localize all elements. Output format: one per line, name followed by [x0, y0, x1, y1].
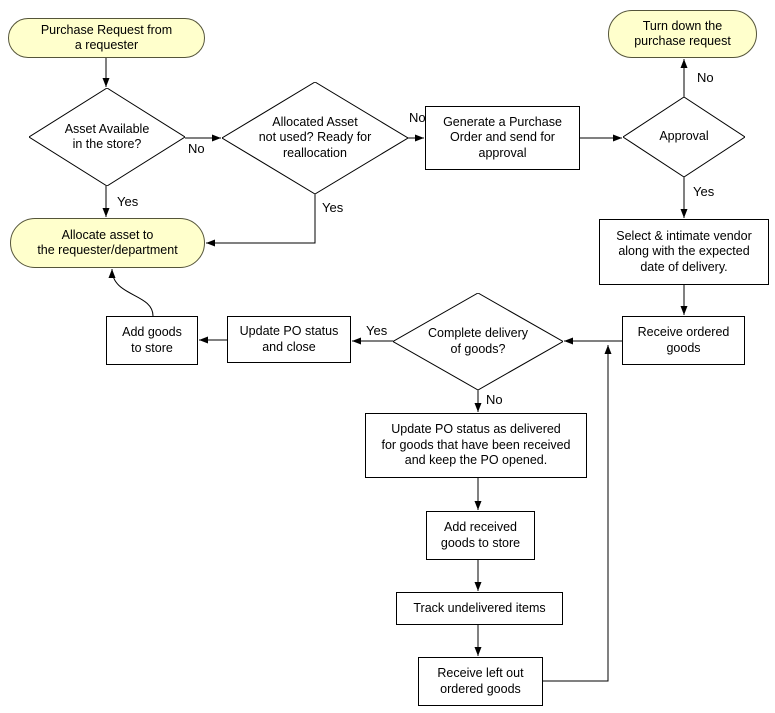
decision-label: Approval: [659, 129, 709, 144]
process-add-goods-to-store: Add goods to store: [106, 316, 198, 365]
edge-addgoods-to-allocate-curve: [108, 268, 154, 317]
edge-label-asset-available-yes: Yes: [117, 194, 139, 209]
process-select-intimate-vendor: Select & intimate vendor along with the …: [599, 219, 769, 285]
decision-asset-reallocation: Allocated Asset not used? Ready for real…: [222, 82, 408, 194]
decision-label: Allocated Asset not used? Ready for real…: [258, 114, 372, 160]
edge-reallocation-yes: [206, 194, 316, 247]
process-track-undelivered-items: Track undelivered items: [396, 592, 563, 625]
diamond-shape: [393, 293, 563, 390]
edge-label-approval-yes: Yes: [693, 184, 715, 199]
terminator-allocate-asset: Allocate asset to the requester/departme…: [10, 218, 205, 268]
edge-label-reallocation-yes: Yes: [322, 200, 344, 215]
edge-label-asset-available-no: No: [188, 141, 205, 156]
diamond-shape: [623, 97, 745, 177]
process-add-received-goods: Add received goods to store: [426, 511, 535, 560]
process-update-po-delivered: Update PO status as delivered for goods …: [365, 413, 587, 478]
terminator-purchase-request: Purchase Request from a requester: [8, 18, 205, 58]
terminator-turn-down-request: Turn down the purchase request: [608, 10, 757, 58]
process-generate-purchase-order: Generate a Purchase Order and send for a…: [425, 106, 580, 170]
decision-complete-delivery: Complete delivery of goods?: [393, 293, 563, 390]
process-receive-ordered-goods: Receive ordered goods: [622, 316, 745, 365]
decision-asset-available: Asset Available in the store?: [29, 88, 185, 186]
edge-label-reallocation-no: No: [409, 110, 426, 125]
process-receive-left-out-goods: Receive left out ordered goods: [418, 657, 543, 706]
diamond-shape: [29, 88, 185, 186]
edge-label-complete-delivery-yes: Yes: [366, 323, 388, 338]
decision-approval: Approval: [623, 97, 745, 177]
edge-receiveleftout-feedback: [543, 345, 612, 682]
diamond-shape: [222, 82, 408, 194]
edge-label-complete-delivery-no: No: [486, 392, 503, 407]
process-update-po-close: Update PO status and close: [227, 316, 351, 363]
decision-label: Asset Available in the store?: [64, 121, 150, 152]
edge-label-approval-no: No: [697, 70, 714, 85]
decision-label: Complete delivery of goods?: [427, 326, 529, 356]
